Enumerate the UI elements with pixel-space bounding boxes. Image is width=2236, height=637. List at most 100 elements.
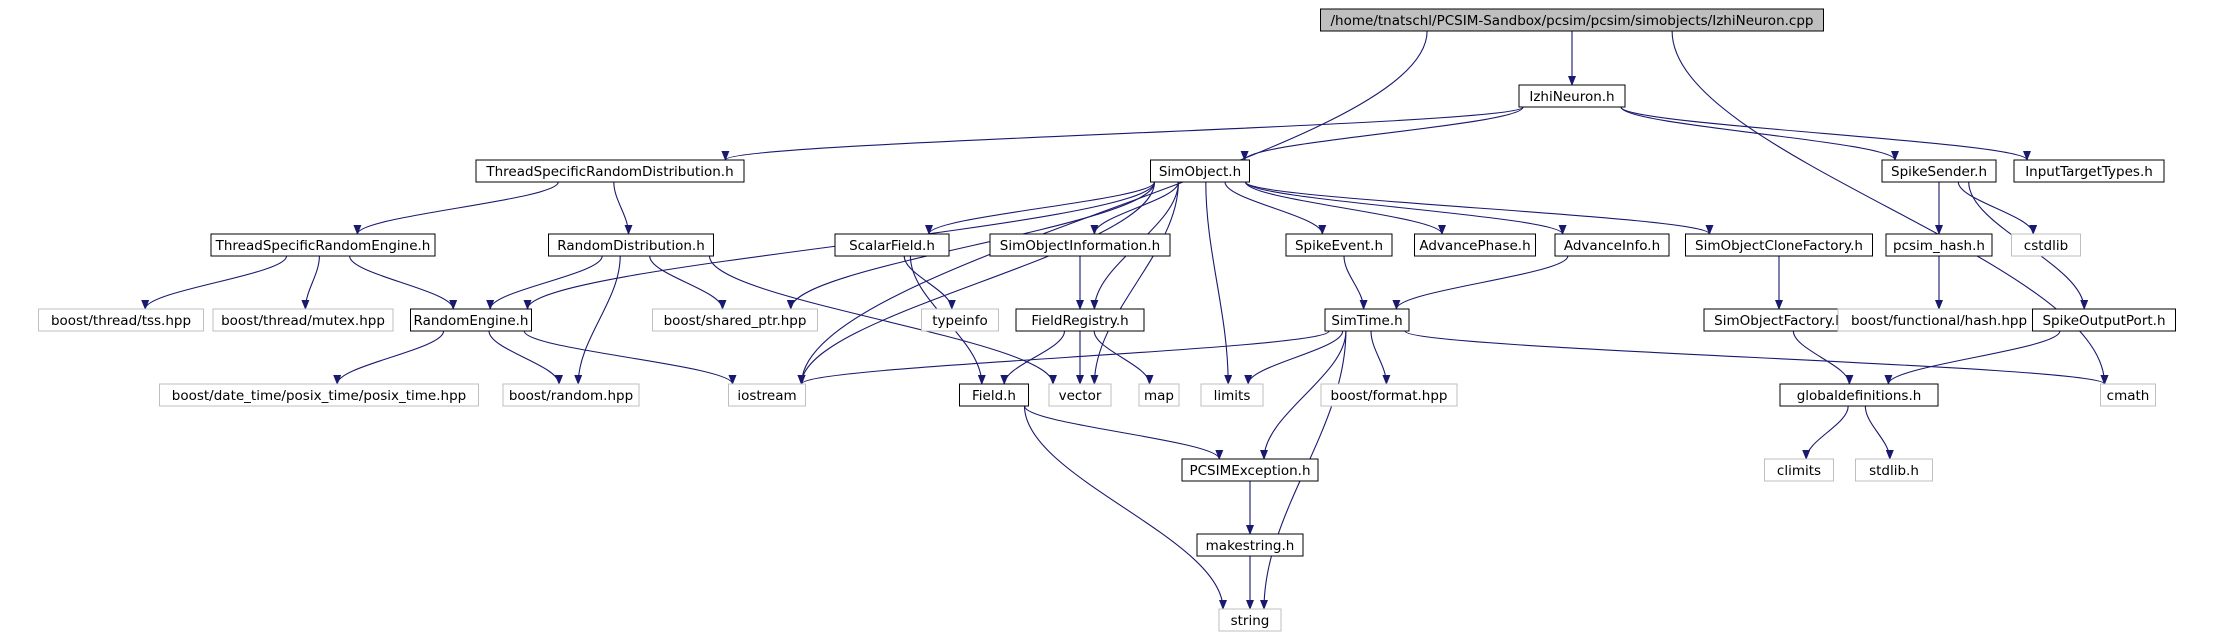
edge-fieldregistry_h-to-map [1093,330,1154,385]
node-box [159,383,479,407]
node-spikeoutputport-h[interactable]: SpikeOutputPort.h [2032,308,2176,332]
edge-randomdistribution_h-to-randomengine_h [486,255,603,310]
node-label: map [1144,388,1174,404]
edge-threadspecificrandomdistribution_h-to-randomdistribution_h [613,181,633,235]
node-box [1048,383,1112,407]
node-label: boost/functional/hash.hpp [1851,313,2027,329]
node-cmath: cmath [2100,383,2156,407]
node-label: FieldRegistry.h [1031,313,1128,329]
node-makestring-h[interactable]: makestring.h [1196,533,1304,557]
node-randomengine-h[interactable]: RandomEngine.h [410,308,532,332]
node-label: ThreadSpecificRandomEngine.h [215,238,431,254]
node-label: iostream [737,388,796,404]
node-izhineuron-h[interactable]: IzhiNeuron.h [1518,84,1626,108]
node-simobjectfactory-h[interactable]: SimObjectFactory.h [1703,308,1855,332]
node-simtime-h[interactable]: SimTime.h [1324,308,1410,332]
node-label: RandomEngine.h [413,313,528,329]
edge-simobject_h-to-spikeevent_h [1224,181,1327,235]
node-label: SimObject.h [1159,164,1241,180]
node-threadspecificrandomdistribution-h[interactable]: ThreadSpecificRandomDistribution.h [475,159,745,183]
node-boost-shared-ptr-hpp: boost/shared_ptr.hpp [652,308,818,332]
node-pcsimexception-h[interactable]: PCSIMException.h [1181,458,1319,482]
node-label: string [1231,613,1270,629]
node-label: SpikeSender.h [1891,164,1987,180]
node-climits: climits [1764,458,1834,482]
node-string: string [1218,608,1282,632]
node-simobject-h[interactable]: SimObject.h [1150,159,1250,183]
node-box [1881,159,1997,183]
edge-threadspecificrandomengine_h-to-randomengine_h [349,255,458,310]
node-boost-thread-tss-hpp: boost/thread/tss.hpp [38,308,204,332]
node-randomdistribution-h[interactable]: RandomDistribution.h [548,233,714,257]
node-label: SimObjectInformation.h [1000,238,1160,254]
node-box [1320,8,1824,32]
node-label: InputTargetTypes.h [2025,164,2153,180]
node-box [1779,383,1939,407]
node-cstdlib: cstdlib [2011,233,2081,257]
node-root[interactable]: /home/tnatschl/PCSIM-Sandbox/pcsim/pcsim… [1320,8,1824,32]
edge-randomengine_h-to-boost_date_time_hpp [333,330,445,385]
edge-globaldefinitions_h-to-climits [1802,405,1849,460]
edge-advanceinfo_h-to-simtime_h [1392,255,1569,310]
edge-simobjectfactory_h-to-globaldefinitions_h [1792,330,1854,385]
node-box [1885,233,1993,257]
edge-simtime_h-to-iostream [797,330,1330,385]
node-globaldefinitions-h[interactable]: globaldefinitions.h [1779,383,1939,407]
node-box [834,233,950,257]
node-pcsim-hash-h[interactable]: pcsim_hash.h [1885,233,1993,257]
node-advancephase-h[interactable]: AdvancePhase.h [1414,233,1536,257]
node-box [1285,233,1393,257]
node-box [1181,458,1319,482]
node-label: climits [1777,463,1821,479]
node-simobjectclonefactory-h[interactable]: SimObjectCloneFactory.h [1685,233,1873,257]
edge-simobject_h-to-vector [1090,181,1179,385]
node-box [502,383,640,407]
edge-simobject_h-to-iostream [797,181,1156,385]
node-fieldregistry-h[interactable]: FieldRegistry.h [1015,308,1145,332]
node-spikesender-h[interactable]: SpikeSender.h [1881,159,1997,183]
node-label: SimObjectCloneFactory.h [1695,238,1863,254]
node-label: boost/shared_ptr.hpp [664,313,807,329]
node-label: cstdlib [2024,238,2068,254]
node-stdlib-h: stdlib.h [1855,458,1933,482]
node-box [475,159,745,183]
edge-izhineuron_h-to-inputtargettypes_h [1620,106,2031,161]
node-layer: /home/tnatschl/PCSIM-Sandbox/pcsim/pcsim… [38,8,2176,632]
node-label: IzhiNeuron.h [1529,89,1614,105]
node-inputtargettypes-h[interactable]: InputTargetTypes.h [2013,159,2165,183]
edge-spikeoutputport_h-to-globaldefinitions_h [1884,330,2061,385]
node-box [2100,383,2156,407]
node-box [652,308,818,332]
edge-randomdistribution_h-to-boost_shared_ptr_hpp [649,255,727,310]
node-field-h[interactable]: Field.h [959,383,1029,407]
edge-threadspecificrandomdistribution_h-to-threadspecificrandomengine_h [353,181,559,235]
edge-randomdistribution_h-to-boost_random_hpp [574,255,621,385]
node-label: SimObjectFactory.h [1714,313,1844,329]
node-label: boost/date_time/posix_time/posix_time.hp… [172,388,466,404]
node-label: Field.h [972,388,1016,404]
node-label: boost/format.hpp [1331,388,1448,404]
node-label: typeinfo [932,313,987,329]
node-label: SimTime.h [1331,313,1402,329]
node-box [1200,383,1264,407]
node-scalarfield-h[interactable]: ScalarField.h [834,233,950,257]
node-boost-date-time-hpp: boost/date_time/posix_time/posix_time.hp… [159,383,479,407]
node-label: globaldefinitions.h [1797,388,1922,404]
node-simobjectinformation-h[interactable]: SimObjectInformation.h [989,233,1171,257]
node-label: vector [1059,388,1102,404]
node-box [548,233,714,257]
edge-simtime_h-to-pcsimexception_h [1260,330,1347,460]
node-spikeevent-h[interactable]: SpikeEvent.h [1285,233,1393,257]
node-box [410,308,532,332]
node-label: SpikeEvent.h [1295,238,1383,254]
node-label: makestring.h [1206,538,1295,554]
node-label: pcsim_hash.h [1893,238,1985,254]
node-boost-format-hpp: boost/format.hpp [1320,383,1458,407]
node-advanceinfo-h[interactable]: AdvanceInfo.h [1554,233,1670,257]
node-box [1518,84,1626,108]
node-label: stdlib.h [1869,463,1919,479]
node-threadspecificrandomengine-h[interactable]: ThreadSpecificRandomEngine.h [210,233,436,257]
edge-izhineuron_h-to-spikesender_h [1620,106,1899,161]
node-box [210,233,436,257]
